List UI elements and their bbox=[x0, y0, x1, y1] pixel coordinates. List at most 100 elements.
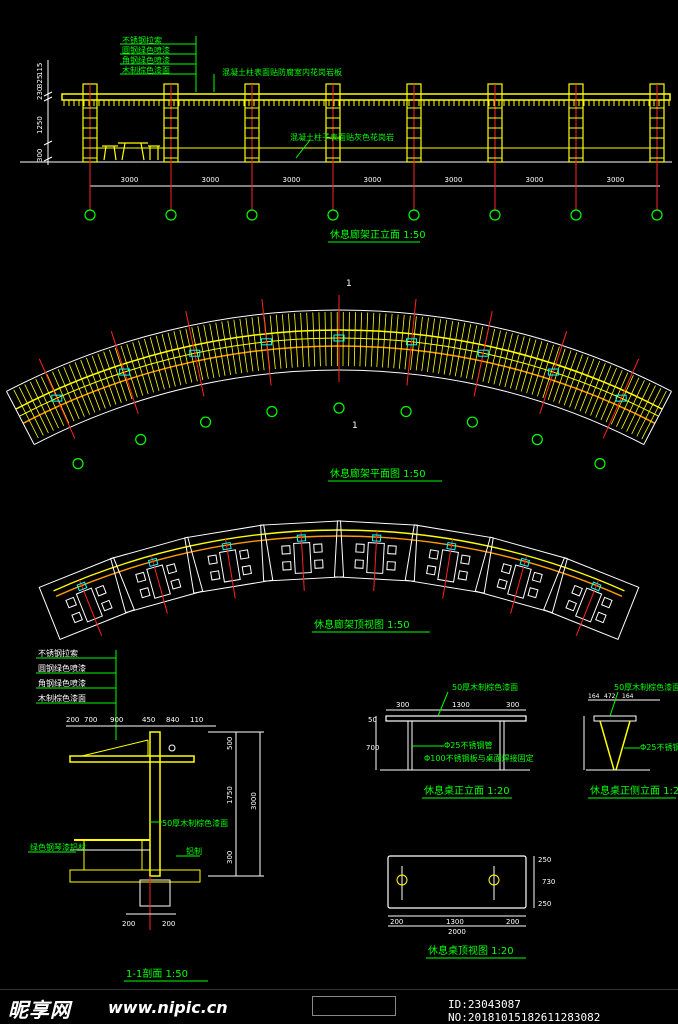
plan-rafter bbox=[579, 360, 601, 412]
plan-axis-line bbox=[110, 331, 139, 415]
plan-axis-bubble bbox=[400, 405, 412, 418]
plan-rafter bbox=[569, 356, 589, 408]
plan-axis-line bbox=[539, 331, 568, 415]
plan-rafter bbox=[269, 315, 276, 370]
plan-axis-bubble bbox=[594, 458, 606, 470]
plan-rafter bbox=[35, 379, 59, 429]
section-top-dim: 200 bbox=[66, 716, 79, 724]
roof-chair bbox=[571, 584, 583, 597]
plan-rafter bbox=[143, 338, 160, 391]
table-top-drawing: 200 1300 200 2000 250 250 730 休息桌顶视图 1:2… bbox=[387, 855, 555, 959]
plan-rafter bbox=[563, 354, 583, 406]
roof-table-module bbox=[543, 557, 640, 640]
elevation-callout-4: 木制棕色漆面 bbox=[122, 65, 170, 75]
plan-rafter bbox=[393, 314, 399, 369]
plan-rafter bbox=[149, 337, 165, 390]
plan-rafter bbox=[626, 382, 651, 432]
plan-rafter bbox=[132, 342, 149, 395]
roof-chair bbox=[565, 599, 578, 612]
plan-rafter bbox=[209, 323, 220, 377]
plan-rafter bbox=[68, 364, 90, 415]
plan-mark-top: 1 bbox=[346, 279, 352, 289]
elevation-note-mid: 混凝土柱子表面贴灰色花岗岩 bbox=[290, 132, 394, 142]
roof-title: 休息廊架顶视图 1:50 bbox=[314, 618, 410, 631]
plan-rafter bbox=[173, 331, 187, 384]
section-callout-4: 木制棕色漆面 bbox=[38, 693, 86, 703]
plan-column bbox=[333, 334, 345, 342]
plan-rafter bbox=[449, 321, 460, 376]
plan-rafter bbox=[584, 363, 606, 414]
plan-rafter bbox=[275, 314, 282, 369]
table-front-side-dim-1: 50 bbox=[368, 716, 377, 724]
plan-rafter bbox=[24, 384, 49, 434]
section-note-right: 铝制 bbox=[186, 846, 202, 856]
plan-axis-bubble bbox=[199, 416, 212, 428]
elevation-left-dim-1: 115 bbox=[36, 63, 44, 76]
roof-drawing: 休息廊架顶视图 1:50 bbox=[38, 520, 640, 640]
elevation-left-dim-3: 325 bbox=[36, 75, 44, 88]
plan-axis-line bbox=[185, 311, 205, 397]
plan-rafter bbox=[306, 312, 310, 367]
plan-rafter bbox=[324, 312, 327, 367]
table-top-side-dim-total: 730 bbox=[542, 878, 555, 886]
elevation-bay-dim: 3000 bbox=[202, 176, 220, 184]
plan-end-line bbox=[643, 391, 672, 445]
elevation-title: 休息廊架正立面 1:50 bbox=[330, 228, 426, 241]
roof-chair bbox=[239, 549, 250, 560]
section-right-dim: 300 bbox=[226, 851, 234, 864]
section-top-dim: 110 bbox=[190, 716, 203, 724]
plan-rafter bbox=[109, 349, 128, 401]
plan-rafter bbox=[197, 325, 209, 380]
plan-axis-bubble bbox=[72, 458, 84, 470]
roof-chair bbox=[426, 565, 437, 576]
elevation-axis-bubble bbox=[408, 209, 420, 221]
roof-chair bbox=[355, 543, 365, 553]
plan-rafter bbox=[300, 313, 304, 367]
table-front-dim-3: 300 bbox=[506, 701, 519, 709]
plan-column bbox=[189, 349, 201, 357]
table-top-title: 休息桌顶视图 1:20 bbox=[428, 944, 514, 957]
section-bottom-dim-2: 200 bbox=[162, 920, 175, 928]
roof-arc-structure bbox=[38, 520, 640, 640]
plan-rafter bbox=[251, 317, 259, 371]
plan-rafter bbox=[600, 370, 623, 421]
plan-rafter bbox=[641, 390, 667, 440]
roof-table-module bbox=[110, 536, 204, 614]
roof-chair bbox=[595, 611, 607, 624]
elevation-note-top: 混凝土柱表面贴防腐室内花岗岩板 bbox=[222, 67, 342, 77]
plan-rafter bbox=[558, 352, 578, 404]
plan-rafter bbox=[52, 371, 75, 422]
roof-chair bbox=[135, 571, 147, 583]
table-top-dim-total: 2000 bbox=[448, 928, 466, 936]
roof-chair bbox=[314, 559, 324, 569]
plan-axis-line bbox=[602, 358, 640, 439]
roof-chair bbox=[281, 545, 291, 555]
roof-chair bbox=[386, 561, 396, 571]
title-block-cell bbox=[312, 996, 396, 1016]
plan-rafter bbox=[353, 312, 356, 367]
section-callout-3: 角钢绿色喷漆 bbox=[38, 678, 86, 688]
plan-rafter bbox=[74, 362, 96, 413]
elevation-left-dim-5: 300 bbox=[36, 149, 44, 162]
plan-mark-bottom: 1 bbox=[352, 421, 358, 431]
plan-column bbox=[260, 338, 272, 346]
plan-rafter bbox=[179, 329, 193, 383]
plan-title: 休息廊架平面图 1:50 bbox=[330, 467, 426, 480]
plan-rafter bbox=[348, 312, 350, 367]
elevation-axis-bubble bbox=[84, 209, 96, 221]
roof-table-module bbox=[333, 520, 418, 591]
roof-chair bbox=[65, 596, 78, 609]
plan-rafter bbox=[191, 327, 204, 381]
plan-end-line bbox=[6, 391, 35, 445]
table-front-note-3: Φ100不锈钢板与桌面焊接固定 bbox=[424, 753, 534, 763]
plan-rafter bbox=[126, 343, 144, 396]
roof-column bbox=[446, 541, 457, 551]
plan-column bbox=[615, 394, 627, 402]
image-id-text: ID:23043087 NO:20181015182611283082 bbox=[448, 998, 601, 1024]
roof-chair bbox=[71, 611, 83, 624]
